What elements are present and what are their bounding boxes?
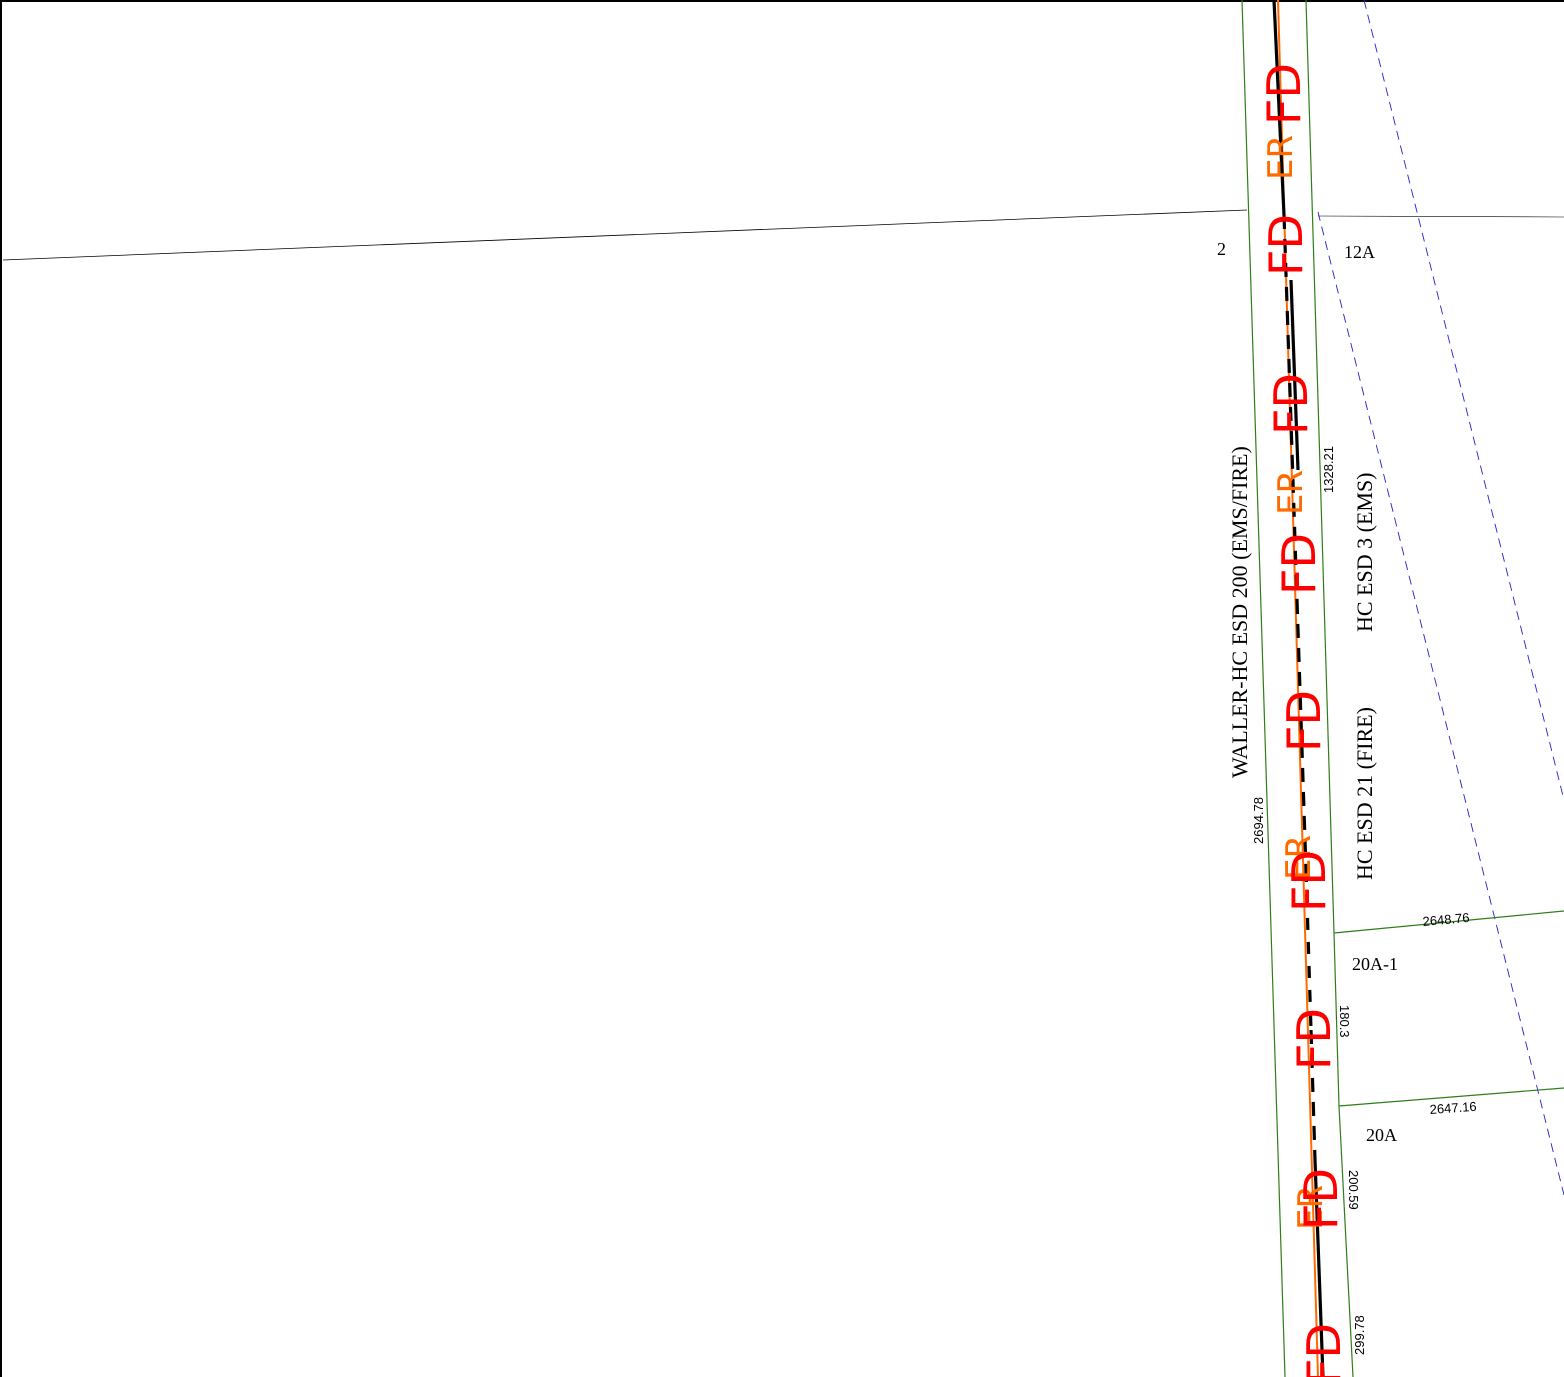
parcel-line-20a1-north	[1333, 910, 1564, 934]
symbol-fd: FD	[1277, 690, 1331, 752]
symbol-fd: FD	[1264, 373, 1318, 435]
symbol-fd: FD	[1282, 850, 1336, 912]
parcel-label-20a-1: 20A-1	[1352, 954, 1398, 974]
dimension-label: 1328.21	[1321, 446, 1336, 493]
parcel-line-road-west	[1241, 0, 1286, 1377]
symbol-fd: FD	[1297, 1323, 1351, 1377]
dimension-label: 2648.76	[1422, 910, 1470, 929]
dimension-label: 180.3	[1337, 1005, 1352, 1038]
parcel-label-2: 2	[1217, 239, 1226, 259]
parcel-label-12a: 12A	[1344, 242, 1375, 262]
dimension-label: 200.59	[1346, 1170, 1361, 1210]
dimension-label: 2694.78	[1251, 797, 1266, 844]
dimension-label: 299.78	[1352, 1315, 1367, 1355]
district-label-hc-esd-21: HC ESD 21 (FIRE)	[1352, 707, 1377, 880]
symbol-fd: FD	[1272, 533, 1326, 595]
parcel-line-20a-north	[1338, 1087, 1564, 1107]
road-offset-line	[1277, 0, 1319, 1377]
parcel-label-20a: 20A	[1366, 1125, 1397, 1145]
district-boundary-line	[1317, 211, 1564, 1196]
district-boundary-line	[1363, 0, 1564, 801]
symbol-er: ER	[1261, 135, 1301, 180]
district-label-waller: WALLER-HC ESD 200 (EMS/FIRE)	[1227, 446, 1252, 778]
parcel-line-road-east	[1333, 932, 1340, 1107]
dimension-label: 2647.16	[1429, 1099, 1477, 1117]
symbol-er: ER	[1271, 470, 1311, 515]
symbol-fd: FD	[1259, 214, 1313, 276]
section-line-east	[1317, 215, 1564, 218]
road-centerline	[1272, 0, 1325, 1377]
section-line-west	[2, 209, 1248, 261]
symbol-group: ER FD FD FD ER FD FD ER FD FD ER FD FD	[1257, 63, 1351, 1377]
symbol-er: ER	[1279, 835, 1319, 880]
symbol-fd: FD	[1257, 63, 1311, 125]
parcel-line-road-east	[1338, 1105, 1354, 1377]
symbol-fd: FD	[1287, 1008, 1341, 1070]
symbol-fd: FD	[1294, 1168, 1348, 1230]
symbol-er: ER	[1291, 1185, 1331, 1230]
parcel-line-road-east	[1305, 0, 1335, 934]
district-label-hc-esd-3: HC ESD 3 (EMS)	[1352, 472, 1377, 632]
